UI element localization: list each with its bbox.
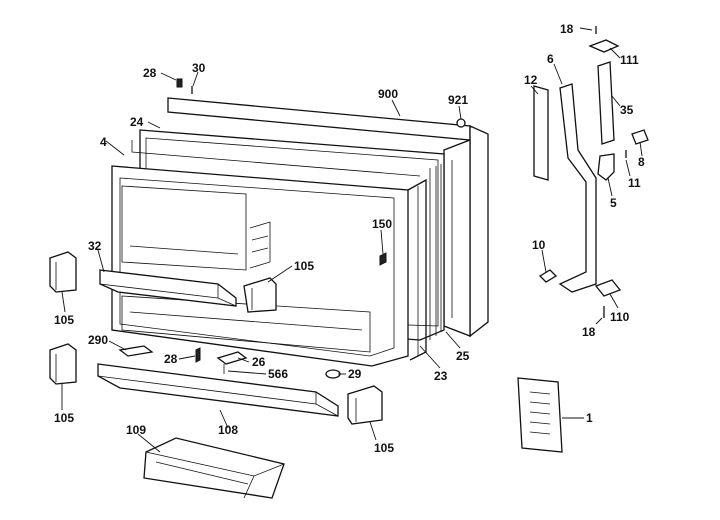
washer-29: [325, 369, 341, 379]
callout-26: 26: [252, 355, 266, 369]
callout-150: 150: [372, 217, 392, 231]
end-cap-left-bottom: [49, 343, 77, 385]
callout-29: 29: [348, 367, 362, 381]
outer-door-panel: [167, 97, 489, 338]
hinge-cover-12: [533, 85, 549, 181]
bracket-290: [118, 345, 154, 357]
callout-11: 11: [628, 176, 641, 190]
callout-12: 12: [524, 73, 538, 87]
callout-25: 25: [456, 349, 470, 363]
callout-32: 32: [88, 239, 102, 253]
screw-28-lower: [195, 347, 201, 363]
callout-labels: 28 30 900 921 24 4 150 105 32 105 290 28…: [54, 22, 645, 455]
callout-30: 30: [192, 61, 206, 75]
end-cap-center: [243, 277, 277, 313]
callout-6: 6: [547, 52, 554, 66]
callout-5: 5: [610, 196, 617, 210]
callout-1: 1: [586, 411, 593, 425]
hinge-plate-110: [594, 279, 622, 297]
callout-921: 921: [448, 93, 468, 107]
callout-28-lower: 28: [164, 352, 178, 366]
door-rack: [97, 363, 339, 417]
callout-10: 10: [532, 238, 546, 252]
callout-105-left-top: 105: [54, 313, 74, 327]
screw-921: [456, 118, 466, 128]
callout-24: 24: [130, 115, 144, 129]
callout-28-upper: 28: [143, 66, 157, 80]
callout-105-center: 105: [294, 259, 314, 273]
callout-900: 900: [378, 87, 398, 101]
callout-8: 8: [638, 155, 645, 169]
leader-lines: [61, 27, 643, 453]
inner-door-liner: [111, 165, 409, 367]
callout-18-upper: 18: [560, 22, 574, 36]
screw-28-upper: [176, 78, 183, 88]
spacer-8: [631, 129, 649, 145]
callout-110: 110: [610, 310, 630, 324]
end-cap-left-top: [49, 251, 77, 293]
callout-290: 290: [88, 333, 108, 347]
screw-150: [379, 252, 387, 266]
callout-111: 111: [620, 53, 639, 67]
clip-26: [216, 351, 248, 365]
callout-105-right: 105: [374, 441, 394, 455]
callout-18-lower: 18: [582, 325, 596, 339]
end-cap-right: [347, 385, 383, 425]
callout-566: 566: [268, 367, 288, 381]
owner-manual: [517, 377, 563, 453]
callout-109: 109: [126, 423, 146, 437]
callout-4: 4: [100, 135, 107, 149]
hinge-bar-6: [558, 83, 597, 293]
callout-35: 35: [620, 103, 634, 117]
hinge-pin-111: [588, 39, 620, 53]
bracket-5: [597, 153, 615, 181]
callout-108: 108: [218, 423, 238, 437]
shelf-bar: [99, 269, 237, 307]
hinge-cover-35: [597, 61, 615, 145]
callout-23: 23: [434, 369, 448, 383]
drawer-bin: [143, 437, 285, 499]
bushing-10: [538, 269, 558, 283]
gasket-23: [407, 178, 427, 361]
callout-105-left-bottom: 105: [54, 411, 74, 425]
